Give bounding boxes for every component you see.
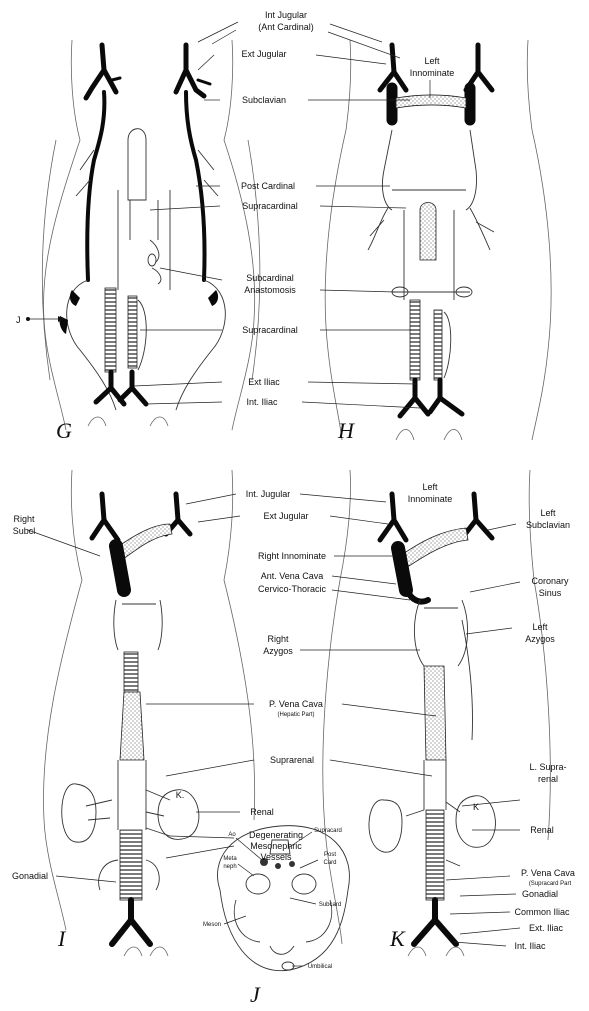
panel-g-diagram: [26, 40, 260, 430]
label-supracardinal-lower: Supracardinal: [242, 325, 298, 335]
label-kidney-k: K: [473, 802, 479, 812]
label-gonadial-i: Gonadial: [12, 871, 48, 881]
label-ant-vena-cava: Ant. Vena Cava: [261, 571, 324, 581]
label-left-innominate-top-sub: Innominate: [410, 68, 455, 78]
label-p-vena-cava-supracard: P. Vena Cava: [521, 868, 575, 878]
label-right-innominate: Right Innominate: [258, 551, 326, 561]
label-p-vena-cava-hepatic-sub: (Hepatic Part): [277, 712, 314, 718]
label-subcardinal-anastomosis: Subcardinal: [246, 273, 294, 283]
label-l-suprarenal-sub: renal: [538, 774, 558, 784]
label-left-innominate-top: Left: [424, 56, 440, 66]
label-ext-jugular: Ext Jugular: [263, 511, 308, 521]
label-j-pointer: J: [16, 315, 21, 325]
label-coronary-sinus-sub: Sinus: [539, 588, 562, 598]
label-supracardinal-upper: Supracardinal: [242, 201, 298, 211]
label-p-vena-cava-supracard-sub: (Supracard Part: [529, 881, 572, 887]
label-right-azygos: Right: [267, 634, 289, 644]
label-gonadial-k: Gonadial: [522, 889, 558, 899]
label-ext-iliac-top: Ext Iliac: [248, 377, 280, 387]
panel-letters: G H I J K: [56, 418, 406, 1007]
label-left-innominate-sub: Innominate: [408, 494, 453, 504]
panel-letter-j: J: [250, 982, 261, 1007]
label-subcard: Subcard: [319, 902, 341, 908]
panel-letter-g: G: [56, 418, 72, 443]
panel-i-diagram: [43, 470, 254, 956]
label-left-azygos: Left: [532, 622, 548, 632]
label-int-jugular-ant-cardinal-sub: (Ant Cardinal): [258, 22, 314, 32]
label-renal-i: Renal: [250, 807, 274, 817]
label-right-azygos-sub: Azygos: [263, 646, 293, 656]
label-post-cardinal: Post Cardinal: [241, 181, 295, 191]
label-neph: neph: [223, 864, 236, 870]
label-int-jugular-ant-cardinal: Int Jugular: [265, 10, 307, 20]
label-left-subclavian: Left: [540, 508, 556, 518]
label-left-azygos-sub: Azygos: [525, 634, 555, 644]
label-p-vena-cava-hepatic: P. Vena Cava: [269, 699, 323, 709]
label-l-suprarenal: L. Supra-: [529, 762, 566, 772]
panel-letter-k: K: [389, 926, 406, 951]
label-degenerating-line2: Mesonephric: [250, 841, 302, 851]
label-ext-iliac: Ext. Iliac: [529, 923, 564, 933]
label-cervico-thoracic: Cervico-Thoracic: [258, 584, 327, 594]
label-subclavian: Subclavian: [242, 95, 286, 105]
label-suprarenal: Suprarenal: [270, 755, 314, 765]
panel-letter-i: I: [57, 926, 67, 951]
label-left-innominate: Left: [422, 482, 438, 492]
label-renal-k: Renal: [530, 825, 554, 835]
label-post: Post: [324, 852, 336, 858]
label-right-subcl-sub: Subcl: [13, 526, 36, 536]
label-int-iliac: Int. Iliac: [514, 941, 546, 951]
label-left-subclavian-sub: Subclavian: [526, 520, 570, 530]
label-ext-jugular-top: Ext Jugular: [241, 49, 286, 59]
label-right-subcl: Right: [13, 514, 35, 524]
panel-letter-h: H: [337, 418, 355, 443]
label-coronary-sinus: Coronary: [531, 576, 569, 586]
label-ao: Ao: [228, 832, 236, 838]
label-subcardinal-anastomosis-sub: Anastomosis: [244, 285, 296, 295]
panel-k-diagram: [323, 470, 550, 956]
label-supracard: Supracard: [314, 828, 342, 834]
label-int-iliac-top: Int. Iliac: [246, 397, 278, 407]
label-meson: Meson: [203, 922, 221, 928]
label-int-jugular: Int. Jugular: [246, 489, 291, 499]
top-labels: Int Jugular (Ant Cardinal) Ext Jugular L…: [16, 10, 454, 407]
label-meta: Meta: [223, 856, 237, 862]
label-common-iliac: Common Iliac: [514, 907, 570, 917]
label-card: Card: [323, 860, 336, 866]
label-degenerating-line3: Vessels: [260, 852, 292, 862]
label-degenerating: Degenerating: [249, 830, 303, 840]
bottom-labels: Int. Jugular Ext Jugular Left Innominate…: [12, 482, 575, 951]
label-umbilical: Umbilical: [308, 964, 332, 970]
label-kidney-i: K.: [176, 790, 185, 800]
